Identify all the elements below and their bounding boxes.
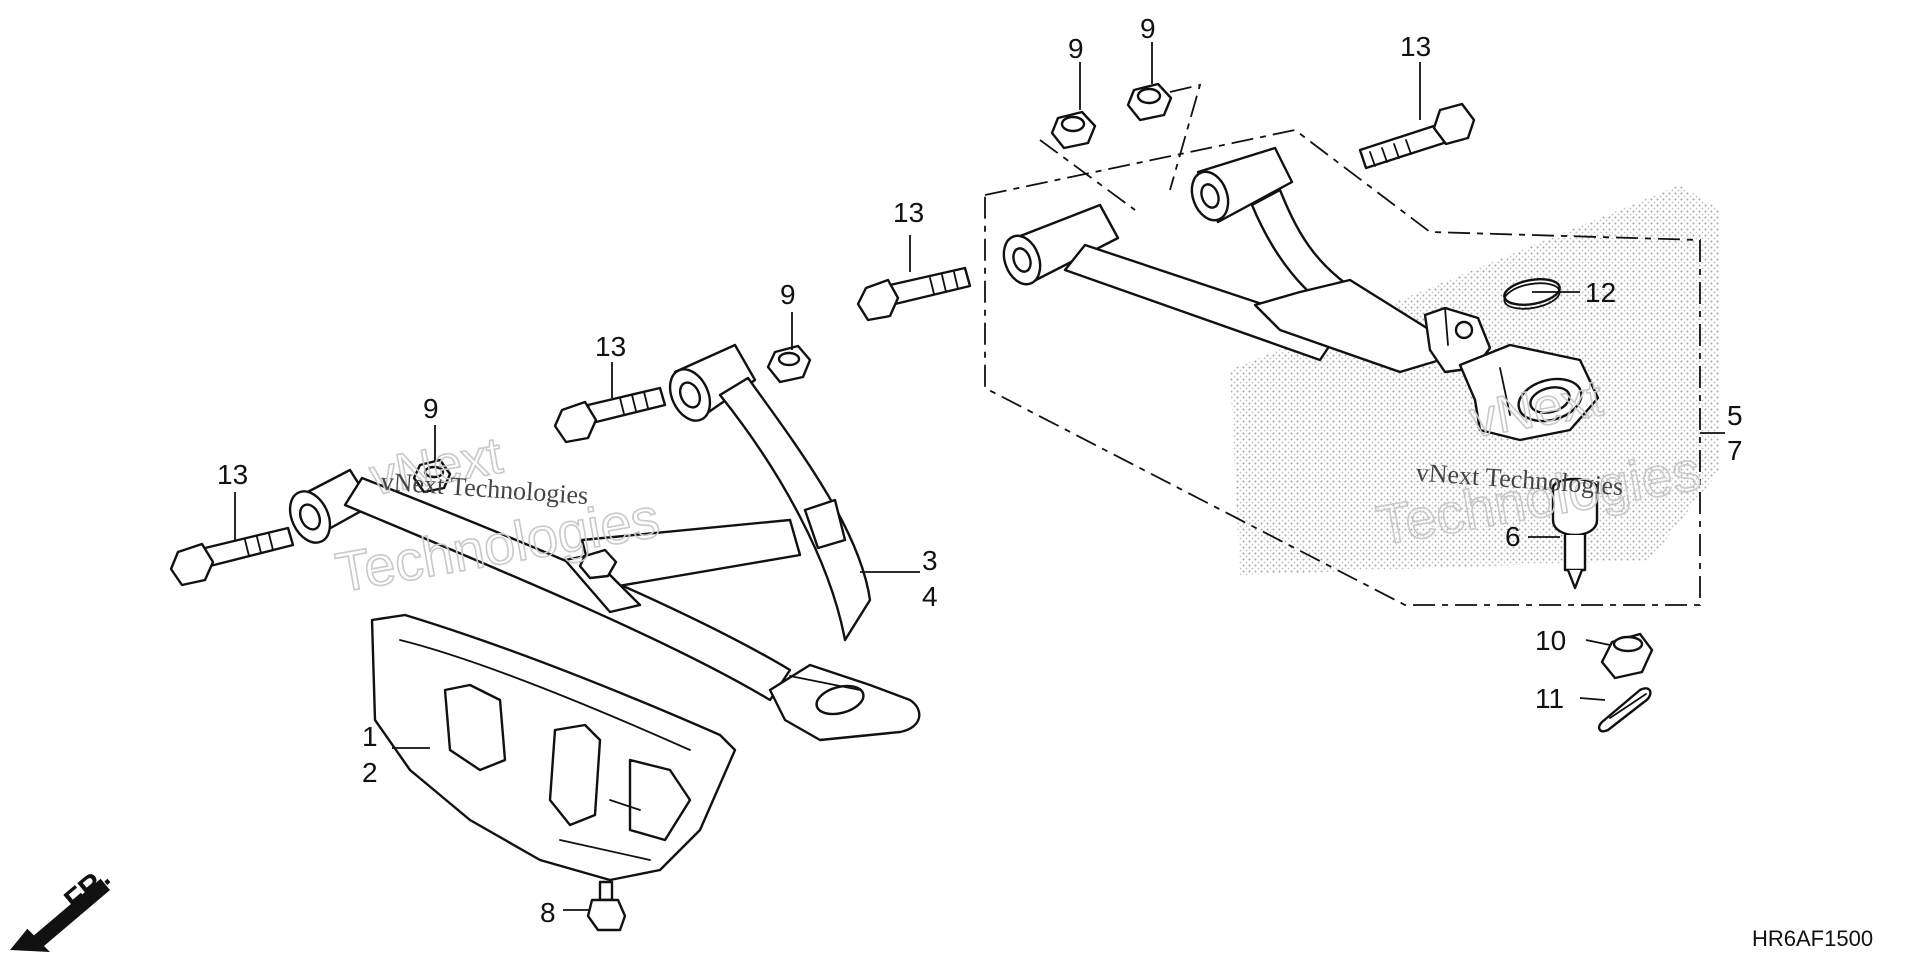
diagram-code: HR6AF1500 [1752,926,1873,951]
front-arrow-icon: FR. [10,861,117,952]
cotter-pin[interactable] [1597,687,1652,733]
callout-9: 9 [423,393,439,424]
callout-13: 13 [1400,31,1431,62]
flange-bolt-upper-rear[interactable] [1358,102,1476,170]
callout-9: 9 [1140,13,1156,44]
callout-8: 8 [540,897,556,928]
nut-guide-line [1169,83,1202,191]
callout-3: 3 [922,545,938,576]
callout-1: 1 [362,721,378,752]
callout-9: 9 [780,279,796,310]
callout-5: 5 [1727,400,1743,431]
lower-arm-assembly[interactable] [282,343,921,742]
callout-12: 12 [1585,277,1616,308]
flange-bolt-upper-front[interactable] [856,266,972,322]
bolt-skid-guard[interactable] [586,880,627,932]
callout-13: 13 [217,459,248,490]
flange-bolt-lower-front[interactable] [169,526,295,587]
flange-nut-lower-front[interactable] [412,458,452,494]
flange-bolt-lower-rear[interactable] [553,386,667,444]
callout-2: 2 [362,757,378,788]
skid-guard[interactable] [370,613,737,882]
callout-13: 13 [893,197,924,228]
flange-nut-lower-rear[interactable] [766,344,812,384]
callout-4: 4 [922,581,938,612]
leader-lines [234,42,1725,911]
flange-nut-upper-2[interactable] [1126,82,1173,122]
upper-arm-assembly[interactable] [984,129,1701,606]
castle-nut[interactable] [1600,632,1654,680]
callout-9: 9 [1068,33,1084,64]
nut-guide-line [1039,139,1136,211]
ball-joint[interactable] [1551,477,1599,590]
callout-7: 7 [1727,435,1743,466]
callout-13: 13 [595,331,626,362]
callout-11: 11 [1535,683,1564,714]
callout-6: 6 [1505,521,1521,552]
callout-10: 10 [1535,625,1566,656]
flange-nut-upper-1[interactable] [1050,110,1097,150]
assembly-boundary [984,129,1701,606]
